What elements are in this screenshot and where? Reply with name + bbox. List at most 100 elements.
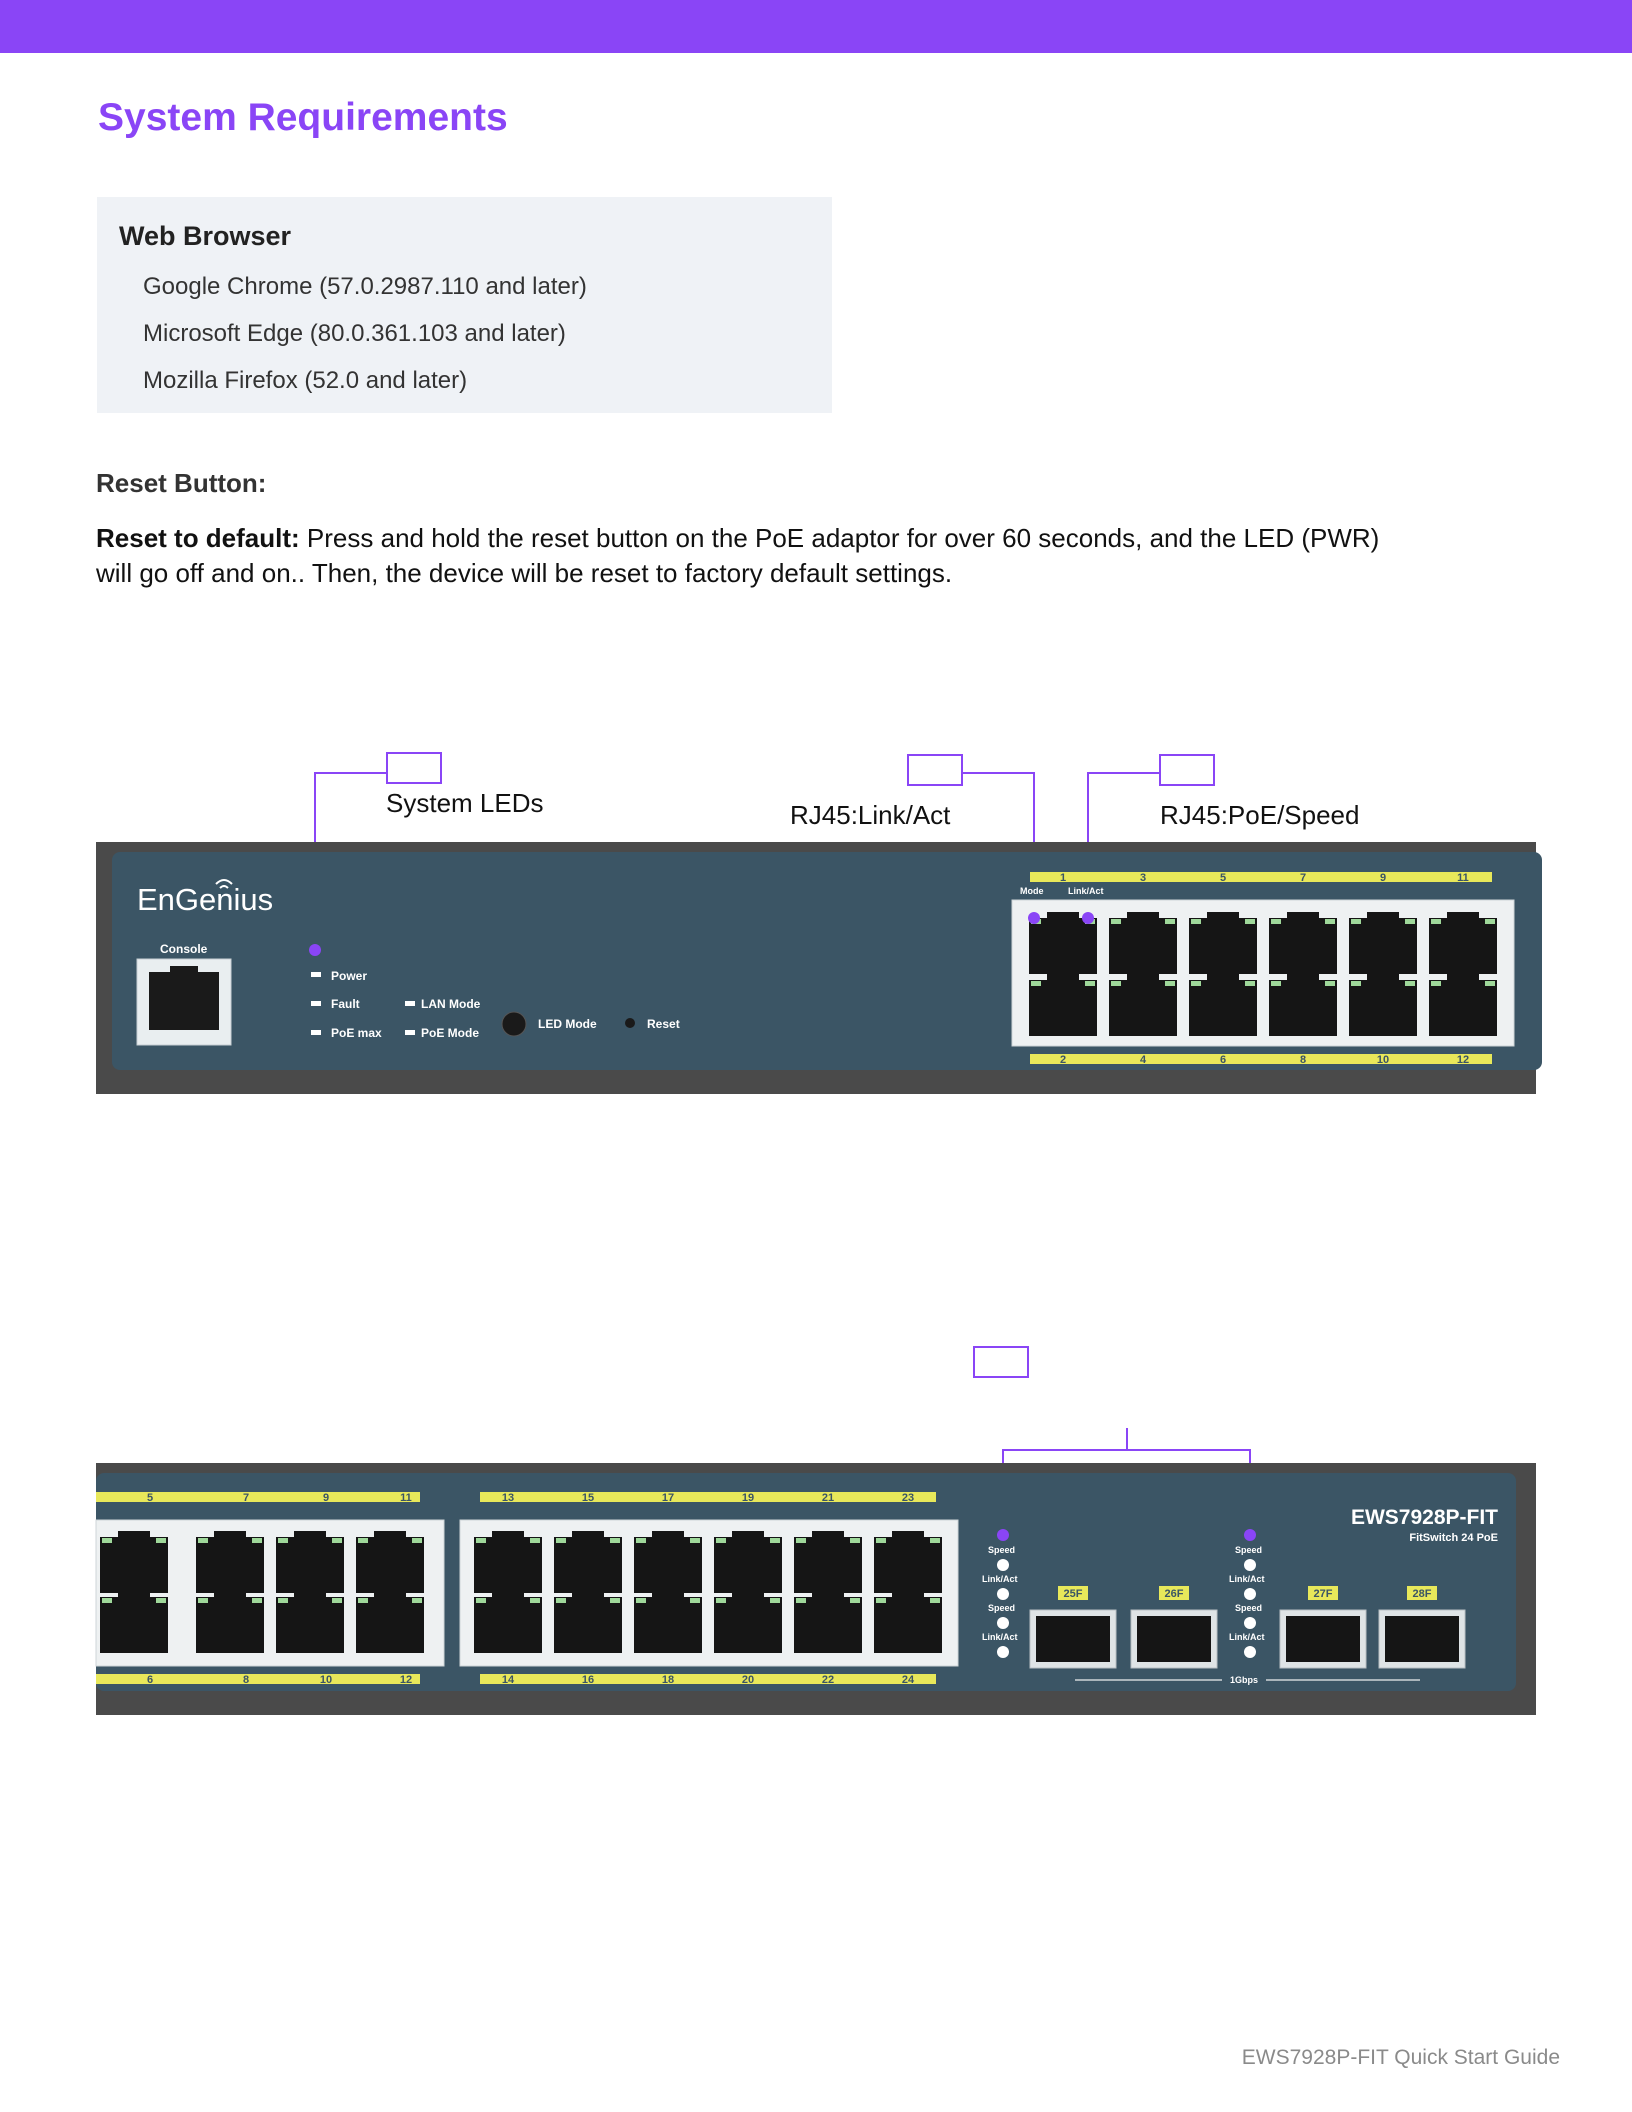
port-number-label: 5 — [1220, 872, 1226, 884]
sfp-led-label: Speed — [1235, 1603, 1262, 1613]
rj45-port-22 — [794, 1591, 862, 1653]
callout-label-rj45-link: RJ45:Link/Act — [790, 800, 951, 830]
rj45-port-9 — [276, 1531, 344, 1593]
web-browser-requirements-box: Web Browser Google Chrome (57.0.2987.110… — [97, 197, 832, 413]
port-number-label: 22 — [822, 1674, 834, 1686]
gbps-label: 1Gbps — [1230, 1675, 1258, 1685]
rj45-port-5 — [100, 1531, 168, 1593]
browser-list: Google Chrome (57.0.2987.110 and later) … — [143, 263, 587, 404]
port-number-label: 4 — [1140, 1054, 1147, 1066]
rj45-port-10 — [276, 1591, 344, 1653]
rj45-port-16 — [554, 1591, 622, 1653]
sfp-led-label: Link/Act — [1229, 1574, 1265, 1584]
callout-label-rj45-poe: RJ45:PoE/Speed — [1160, 800, 1359, 830]
rj45-port-10 — [1349, 974, 1417, 1036]
system-led-callout-dot — [309, 944, 321, 956]
front-panel-left: EnGenius Console Power Fault PoE max LAN… — [96, 842, 1542, 1094]
rj45-port-18 — [634, 1591, 702, 1653]
port-number-label: 13 — [502, 1492, 514, 1504]
callout-box-link-act — [907, 754, 963, 786]
sfp-port-label: 28F — [1413, 1588, 1432, 1600]
rj45-port-12 — [356, 1591, 424, 1653]
reset-button-heading: Reset Button: — [96, 468, 267, 498]
port-number-label: 17 — [662, 1492, 674, 1504]
rj45-port-14 — [474, 1591, 542, 1653]
sfp-port-label: 26F — [1165, 1588, 1184, 1600]
port-number-label: 6 — [1220, 1054, 1226, 1066]
port-number-label: 10 — [320, 1674, 332, 1686]
led-label-poe-max: PoE max — [331, 1026, 382, 1040]
port-number-strip-bottom — [1030, 1054, 1492, 1064]
port-number-label: 18 — [662, 1674, 674, 1686]
sfp-led-group-right: Speed Link/Act Speed Link/Act — [1229, 1529, 1265, 1658]
port-number-label: 19 — [742, 1492, 754, 1504]
sfp-led-label: Speed — [1235, 1545, 1262, 1555]
rj45-port-11 — [1429, 912, 1497, 974]
port-number-strip-top — [1030, 872, 1492, 882]
rj45-port-13 — [474, 1531, 542, 1593]
port-number-label: 10 — [1377, 1054, 1389, 1066]
sfp-port-label: 27F — [1314, 1588, 1333, 1600]
sfp-port-27F: 27F — [1279, 1586, 1367, 1669]
port-number-label: 15 — [582, 1492, 594, 1504]
reset-label: Reset — [647, 1017, 680, 1031]
led-label-power: Power — [331, 969, 367, 983]
brand-logo: EnGenius — [137, 882, 273, 917]
model-name: EWS7928P-FIT — [1351, 1506, 1498, 1529]
browser-item-edge: Microsoft Edge (80.0.361.103 and later) — [143, 320, 566, 347]
port-number-label: 7 — [243, 1492, 249, 1504]
callout-label-system-leds: System LEDs — [386, 788, 544, 818]
model-subtitle: FitSwitch 24 PoE — [1409, 1532, 1498, 1544]
port-number-label: 11 — [400, 1492, 412, 1504]
reset-pinhole — [625, 1018, 635, 1028]
led-label-lan-mode: LAN Mode — [421, 997, 481, 1011]
port-number-label: 14 — [502, 1674, 515, 1686]
rj45-port-7 — [1269, 912, 1337, 974]
poe-speed-callout-dot — [1082, 912, 1094, 924]
sfp-led-label: Link/Act — [982, 1632, 1018, 1642]
rj45-port-8 — [1269, 974, 1337, 1036]
sfp-port-label: 25F — [1064, 1588, 1083, 1600]
rj45-port-24 — [874, 1591, 942, 1653]
sfp-led-label: Link/Act — [982, 1574, 1018, 1584]
web-browser-heading: Web Browser — [119, 221, 292, 251]
sfp-led-label: Link/Act — [1229, 1632, 1265, 1642]
port-number-label: 1 — [1060, 872, 1066, 884]
reset-instructions: Reset to default: Press and hold the res… — [96, 521, 1396, 591]
callout-box-poe-speed — [1159, 754, 1215, 786]
port-number-label: 24 — [902, 1674, 915, 1686]
sfp-port-28F: 28F — [1378, 1586, 1466, 1669]
sfp-callout-dot-right — [1244, 1529, 1256, 1541]
sfp-led-label: Speed — [988, 1603, 1015, 1613]
led-mode-button — [501, 1011, 527, 1037]
rj45-port-9 — [1349, 912, 1417, 974]
port-number-label: 3 — [1140, 872, 1146, 884]
port-number-label: 6 — [147, 1674, 153, 1686]
port-number-label: 8 — [1300, 1054, 1306, 1066]
link-act-callout-dot — [1028, 912, 1040, 924]
led-label-poe-mode: PoE Mode — [421, 1026, 479, 1040]
page-title: System Requirements — [98, 96, 508, 139]
rj45-port-1 — [1029, 912, 1097, 974]
led-label-fault: Fault — [331, 997, 360, 1011]
rj45-port-3 — [1109, 912, 1177, 974]
port-number-label: 23 — [902, 1492, 914, 1504]
port-number-label: 21 — [822, 1492, 834, 1504]
port-number-label: 2 — [1060, 1054, 1066, 1066]
rj45-port-6 — [1189, 974, 1257, 1036]
rj45-port-19 — [714, 1531, 782, 1593]
console-label: Console — [160, 942, 208, 956]
sfp-port-25F: 25F — [1029, 1586, 1117, 1669]
rj45-port-12 — [1429, 974, 1497, 1036]
port-number-label: 16 — [582, 1674, 594, 1686]
port-number-label: 20 — [742, 1674, 754, 1686]
reset-lead: Reset to default: — [96, 523, 300, 553]
reset-body: Press and hold the reset button on the P… — [96, 523, 1380, 588]
rj45-port-8 — [196, 1591, 264, 1653]
browser-item-chrome: Google Chrome (57.0.2987.110 and later) — [143, 273, 587, 300]
rj45-port-2 — [1029, 974, 1097, 1036]
led-mode-label: LED Mode — [538, 1017, 597, 1031]
link-act-label: Link/Act — [1068, 886, 1104, 896]
